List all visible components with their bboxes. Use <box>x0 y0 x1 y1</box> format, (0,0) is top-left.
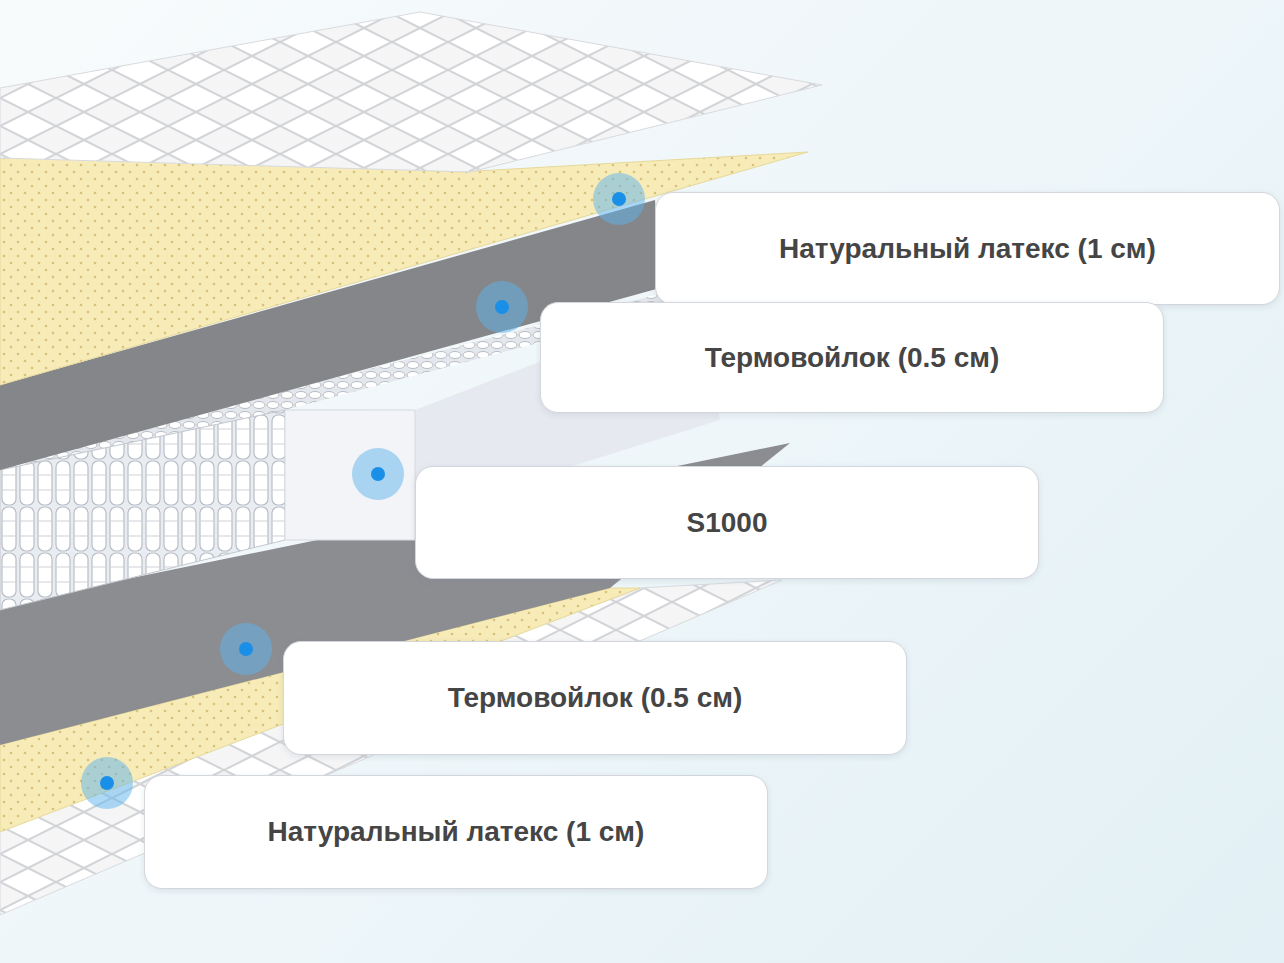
mattress-layers <box>0 12 822 915</box>
layer-label: S1000 <box>687 507 768 539</box>
dot-halo <box>220 623 272 675</box>
dot-halo <box>352 448 404 500</box>
dot <box>495 300 509 314</box>
foam-block <box>285 410 415 540</box>
callout-box: Натуральный латекс (1 см) <box>655 192 1280 305</box>
layer-label: Термовойлок (0.5 см) <box>705 342 1000 374</box>
callout-box: Термовойлок (0.5 см) <box>283 641 907 755</box>
dot-halo <box>593 173 645 225</box>
dot <box>239 642 253 656</box>
top-cover <box>0 12 822 172</box>
dot <box>612 192 626 206</box>
callout-box: S1000 <box>415 466 1039 579</box>
layer-label: Термовойлок (0.5 см) <box>448 682 743 714</box>
callout-box: Натуральный латекс (1 см) <box>144 775 768 889</box>
layer-label: Натуральный латекс (1 см) <box>779 233 1156 265</box>
dot-halo <box>476 281 528 333</box>
dot <box>100 776 114 790</box>
dot-halo <box>81 757 133 809</box>
layer-label: Натуральный латекс (1 см) <box>268 816 645 848</box>
dot <box>371 467 385 481</box>
callout-box: Термовойлок (0.5 см) <box>540 302 1164 413</box>
